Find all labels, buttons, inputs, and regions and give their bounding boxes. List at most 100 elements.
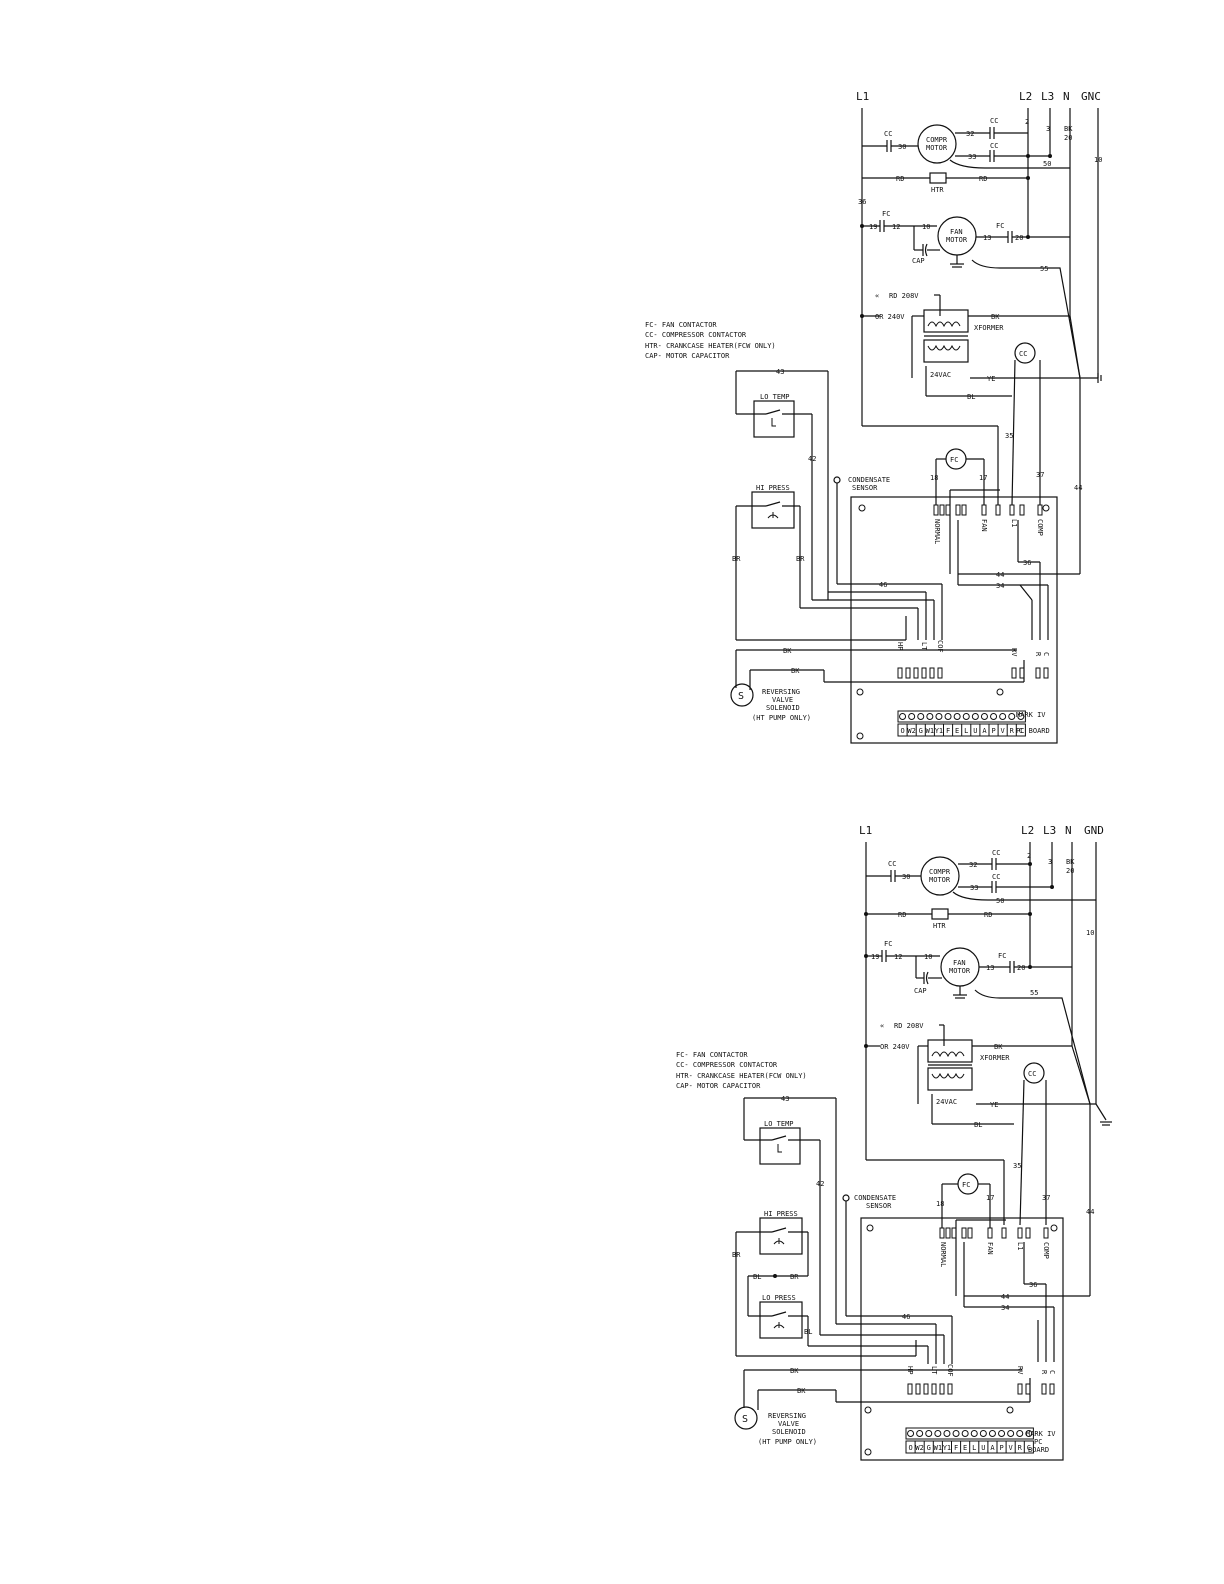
wire-label: 34 [1001, 1304, 1009, 1312]
terminal-screw [1008, 713, 1016, 720]
fc-label: FC [882, 210, 890, 218]
terminal-screw [925, 1430, 933, 1437]
terminal-screw [1025, 1430, 1033, 1437]
mark-iv-label: MARK IV [1026, 1430, 1056, 1438]
reversing-label: REVERSING [762, 688, 800, 696]
terminal-label: G [927, 1444, 931, 1452]
rd-208-label: RD 208V [894, 1022, 924, 1030]
wire-label: BK [991, 313, 1000, 321]
fc-label: FC [950, 456, 958, 464]
cc-label: CC [990, 117, 998, 125]
pin-lt-label: LT [920, 642, 928, 651]
legend-item: FC- FAN CONTACTOR [676, 1051, 748, 1059]
terminal-screw-row [897, 710, 1026, 723]
terminal-label: E [963, 1444, 967, 1452]
terminal-label: R [1018, 1444, 1023, 1452]
terminal-screw [988, 1430, 996, 1437]
wire-label: 32 [966, 130, 974, 138]
pc-board [850, 496, 1058, 744]
line-l1-label: L1 [859, 824, 872, 837]
line-n-label: N [1065, 824, 1072, 837]
wire-label: 13 [986, 964, 994, 972]
terminal-screw [926, 713, 934, 720]
wire-label: BL [753, 1273, 761, 1281]
terminal-screw [1016, 1430, 1024, 1437]
cc-label: CC [1028, 1070, 1036, 1078]
terminal-label: A [982, 727, 987, 735]
terminal-label: W2 [915, 1444, 923, 1452]
wire-label: 37 [1042, 1194, 1050, 1202]
cc-label: CC [990, 142, 998, 150]
wire-label: 10 [1094, 156, 1102, 164]
legend-item: HTR- CRANKCASE HEATER(FCW ONLY) [645, 342, 776, 350]
pin-normal-label: NORMAL [939, 1242, 947, 1267]
or-240-label: OR 240V [875, 313, 905, 321]
solenoid-label: SOLENOID [766, 704, 800, 712]
wire-label: 37 [1036, 471, 1044, 479]
terminal-label: V [1009, 1444, 1014, 1452]
motor-label: MOTOR [929, 876, 951, 884]
terminal-screw [917, 713, 925, 720]
line-l1-label: L1 [856, 90, 869, 103]
sensor-label: SENSOR [866, 1202, 892, 1210]
line-gnd-label: GND [1084, 824, 1104, 837]
lo-temp-label: LO TEMP [764, 1120, 794, 1128]
rd-208-label: RD 208V [889, 292, 919, 300]
pin-hp-label: HP [896, 642, 904, 650]
pin-fan-label: FAN [986, 1242, 994, 1255]
pin-fan-label: FAN [980, 519, 988, 532]
wire-label: 43 [781, 1095, 789, 1103]
terminal-label: G [919, 727, 923, 735]
motor-label: MOTOR [946, 236, 968, 244]
terminal-label: U [973, 727, 977, 735]
hi-press-label: HI PRESS [764, 1210, 798, 1218]
terminal-screw-row [905, 1427, 1034, 1440]
pin-rv-label: RV [1016, 1366, 1024, 1375]
rd-208-label: « [880, 1022, 884, 1030]
pc-board [860, 1217, 1064, 1461]
wire-label: 10 [924, 953, 932, 961]
terminal-label: P [999, 1444, 1003, 1452]
wire-label: YE [987, 375, 995, 383]
motor-label: MOTOR [926, 144, 948, 152]
transformer-primary-icon [923, 309, 969, 333]
hi-press-switch-icon [759, 1217, 803, 1255]
terminal-label: R [1010, 727, 1015, 735]
wire-label: RD [896, 175, 904, 183]
condensate-label: CONDENSATE [848, 476, 890, 484]
wire-label: 55 [1030, 989, 1038, 997]
board-label: BOARD [1028, 1446, 1049, 1454]
htr-label: HTR [933, 922, 946, 930]
wire-label: 42 [808, 455, 816, 463]
wire-label: BR [732, 1251, 741, 1259]
wire-label: 35 [1013, 1162, 1021, 1170]
terminal-label: A [990, 1444, 995, 1452]
pin-l1-label: L1 [1016, 1242, 1024, 1250]
terminal-screw [980, 713, 988, 720]
pin-c-label: C [1042, 652, 1050, 656]
terminal-label: U [981, 1444, 985, 1452]
line-l2-label: L2 [1021, 824, 1034, 837]
wire-label: 10 [1086, 929, 1094, 937]
wire-label: BR [732, 555, 741, 563]
lo-press-label: LO PRESS [762, 1294, 796, 1302]
legend-item: CC- COMPRESSOR CONTACTOR [676, 1061, 778, 1069]
wire-label: 33 [970, 884, 978, 892]
wire-label: 35 [1005, 432, 1013, 440]
terminal-label: E [955, 727, 959, 735]
hi-press-switch-icon [751, 491, 795, 529]
legend-item: CAP- MOTOR CAPACITOR [645, 352, 730, 360]
wire-label: 44 [1074, 484, 1082, 492]
terminal-screw [979, 1430, 987, 1437]
wire-label: BK [791, 667, 800, 675]
line-gnd-label: GNC [1081, 90, 1101, 103]
wire-label: BK [783, 647, 792, 655]
cc-coil-icon [1023, 1062, 1045, 1084]
wire-label: 46 [879, 581, 887, 589]
terminal-label: C [1019, 727, 1023, 735]
terminal-label: F [946, 727, 950, 735]
terminal-label: W2 [907, 727, 915, 735]
terminal-screw [907, 1430, 915, 1437]
wire-label: 44 [996, 571, 1004, 579]
